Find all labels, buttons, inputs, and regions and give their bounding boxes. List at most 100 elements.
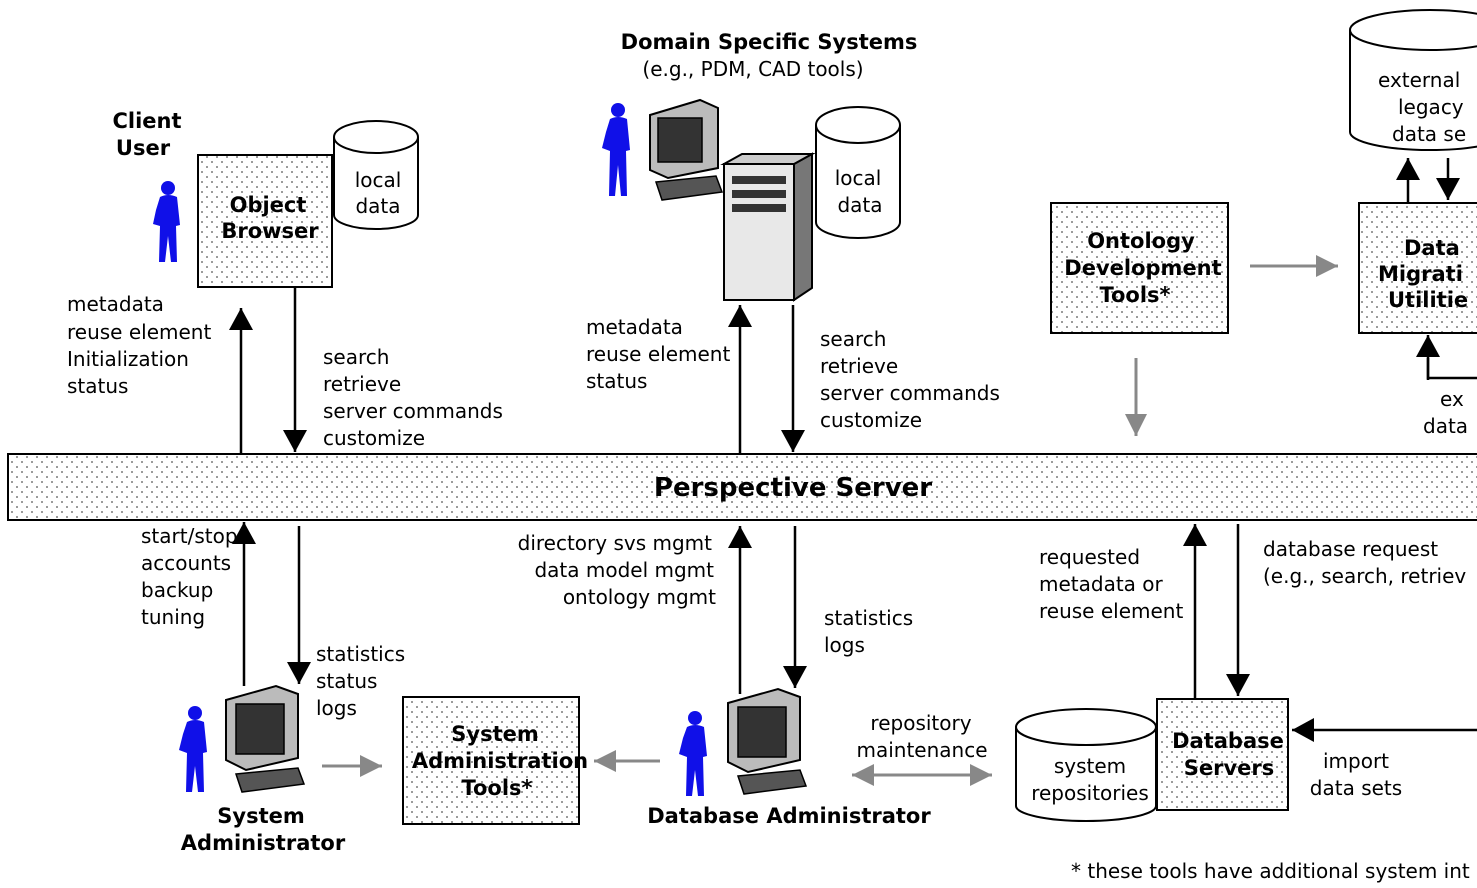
database-servers-line1: Database	[1172, 729, 1284, 753]
ontology-tools-group: Ontology Development Tools*	[1050, 202, 1338, 436]
sysadmin-down-label: logs	[316, 696, 357, 720]
external-db-line3: data se	[1392, 122, 1466, 146]
system-repositories-line1: system	[1054, 754, 1126, 778]
sysadmin-up-label: accounts	[141, 551, 231, 575]
client-down-label: server commands	[323, 399, 503, 423]
dbadmin-up-label: data model mgmt	[534, 558, 714, 582]
sysadmin-up-label: start/stop	[141, 524, 238, 548]
dbadmin-group: directory svs mgmt data model mgmt ontol…	[518, 526, 992, 828]
ontology-tools-line3: Tools*	[1099, 283, 1170, 307]
client-up-label: Initialization	[67, 347, 189, 371]
domain-down-label: search	[820, 327, 886, 351]
perspective-server-title: Perspective Server	[654, 473, 932, 503]
system-repositories-db-icon: system repositories	[1015, 708, 1157, 822]
client-up-labels: metadata reuse element Initialization st…	[67, 292, 211, 398]
migration-line3: Utilitie	[1388, 288, 1468, 312]
perspective-server: Perspective Server	[7, 453, 1477, 521]
dbservers-up-label: metadata or	[1039, 572, 1164, 596]
dbservers-down-label-line2: (e.g., search, retriev	[1263, 564, 1466, 588]
client-user-group: Client User Object Browser local data me…	[67, 109, 503, 454]
domain-up-labels: metadata reuse element status	[586, 315, 730, 393]
client-down-label: search	[323, 345, 389, 369]
migration-utilities-box	[1358, 202, 1477, 334]
sysadmin-down-label: status	[316, 669, 377, 693]
dbservers-up-labels: requested metadata or reuse element	[1039, 545, 1183, 623]
object-browser-box: Object Browser	[197, 154, 333, 288]
dbadmin-down-label: logs	[824, 633, 865, 657]
dbadmin-workstation-icon	[727, 687, 808, 795]
sysadmin-tools-box	[402, 696, 580, 825]
dbadmin-person-icon	[679, 711, 707, 796]
sysadmin-up-label: backup	[141, 578, 213, 602]
domain-up-label: reuse element	[586, 342, 730, 366]
external-data-label-line1: ex	[1440, 387, 1464, 411]
sysadmin-up-labels: start/stop accounts backup tuning	[141, 524, 238, 629]
sysadmin-workstation-icon	[225, 684, 306, 793]
domain-down-labels: search retrieve server commands customiz…	[820, 327, 1000, 432]
import-label-line2: data sets	[1310, 776, 1402, 800]
client-up-label: metadata	[67, 292, 164, 316]
sysadmin-person-icon	[179, 706, 207, 792]
domain-server-tower-icon	[720, 152, 816, 302]
object-browser-line1: Object	[230, 193, 307, 217]
footnote: * these tools have additional system int	[1071, 859, 1470, 883]
dbservers-up-label: reuse element	[1039, 599, 1183, 623]
object-browser-line2: Browser	[221, 219, 319, 243]
client-local-data-line2: data	[355, 194, 400, 218]
domain-up-label: metadata	[586, 315, 683, 339]
dbservers-group: requested metadata or reuse element data…	[1015, 524, 1477, 822]
external-db-line1: external	[1378, 68, 1460, 92]
external-data-feed-line	[1426, 358, 1477, 380]
dbservers-up-label: requested	[1039, 545, 1140, 569]
client-down-label: retrieve	[323, 372, 401, 396]
sysadmin-down-labels: statistics status logs	[316, 642, 405, 720]
sysadmin-tools-line1: System	[451, 722, 538, 746]
domain-down-label: server commands	[820, 381, 1000, 405]
domain-systems-subtitle: (e.g., PDM, CAD tools)	[642, 57, 863, 81]
dbservers-down-label-line1: database request	[1263, 537, 1438, 561]
domain-workstation-icon	[649, 98, 724, 201]
migration-line2: Migrati	[1378, 262, 1463, 286]
sysadmin-tools-line3: Tools*	[461, 776, 532, 800]
client-up-label: status	[67, 374, 128, 398]
client-up-label: reuse element	[67, 320, 211, 344]
dbadmin-up-labels: directory svs mgmt data model mgmt ontol…	[518, 531, 717, 609]
ontology-tools-line2: Development	[1064, 256, 1221, 280]
dbadmin-down-labels: statistics logs	[824, 606, 913, 657]
sysadmin-title-line1: System	[217, 804, 304, 828]
sysadmin-down-label: statistics	[316, 642, 405, 666]
external-db-line2: legacy	[1398, 95, 1464, 119]
import-label-line1: import	[1323, 749, 1389, 773]
sysadmin-group: start/stop accounts backup tuning statis…	[141, 522, 588, 855]
client-down-labels: search retrieve server commands customiz…	[323, 345, 503, 450]
repo-maintenance-line1: repository	[870, 711, 971, 735]
system-repositories-line2: repositories	[1031, 781, 1149, 805]
dbadmin-up-label: directory svs mgmt	[518, 531, 713, 555]
ontology-tools-box	[1050, 202, 1229, 334]
domain-local-data-line1: local	[835, 166, 882, 190]
external-data-label-line2: data	[1423, 414, 1468, 438]
domain-down-label: retrieve	[820, 354, 898, 378]
dbadmin-up-label: ontology mgmt	[563, 585, 716, 609]
sysadmin-title-line2: Administrator	[181, 831, 346, 855]
domain-up-label: status	[586, 369, 647, 393]
dbadmin-title: Database Administrator	[647, 804, 931, 828]
client-user-title-line1: Client	[112, 109, 181, 133]
domain-down-label: customize	[820, 408, 922, 432]
client-local-data-line1: local	[355, 168, 402, 192]
client-user-person-icon	[153, 181, 180, 262]
client-down-label: customize	[323, 426, 425, 450]
domain-user-person-icon	[602, 103, 630, 196]
migration-group: external legacy data se Data Migrati Uti…	[1349, 9, 1477, 438]
ontology-tools-line1: Ontology	[1087, 229, 1195, 253]
dbadmin-down-label: statistics	[824, 606, 913, 630]
domain-local-data-db-icon: local data	[815, 106, 901, 239]
domain-systems-title: Domain Specific Systems	[621, 30, 918, 54]
database-servers-line2: Servers	[1184, 756, 1275, 780]
migration-line1: Data	[1404, 236, 1460, 260]
database-servers-box	[1156, 698, 1289, 811]
sysadmin-tools-line2: Administration	[412, 749, 588, 773]
external-legacy-db-icon: external legacy data se	[1349, 9, 1477, 151]
repo-maintenance-line2: maintenance	[856, 738, 987, 762]
